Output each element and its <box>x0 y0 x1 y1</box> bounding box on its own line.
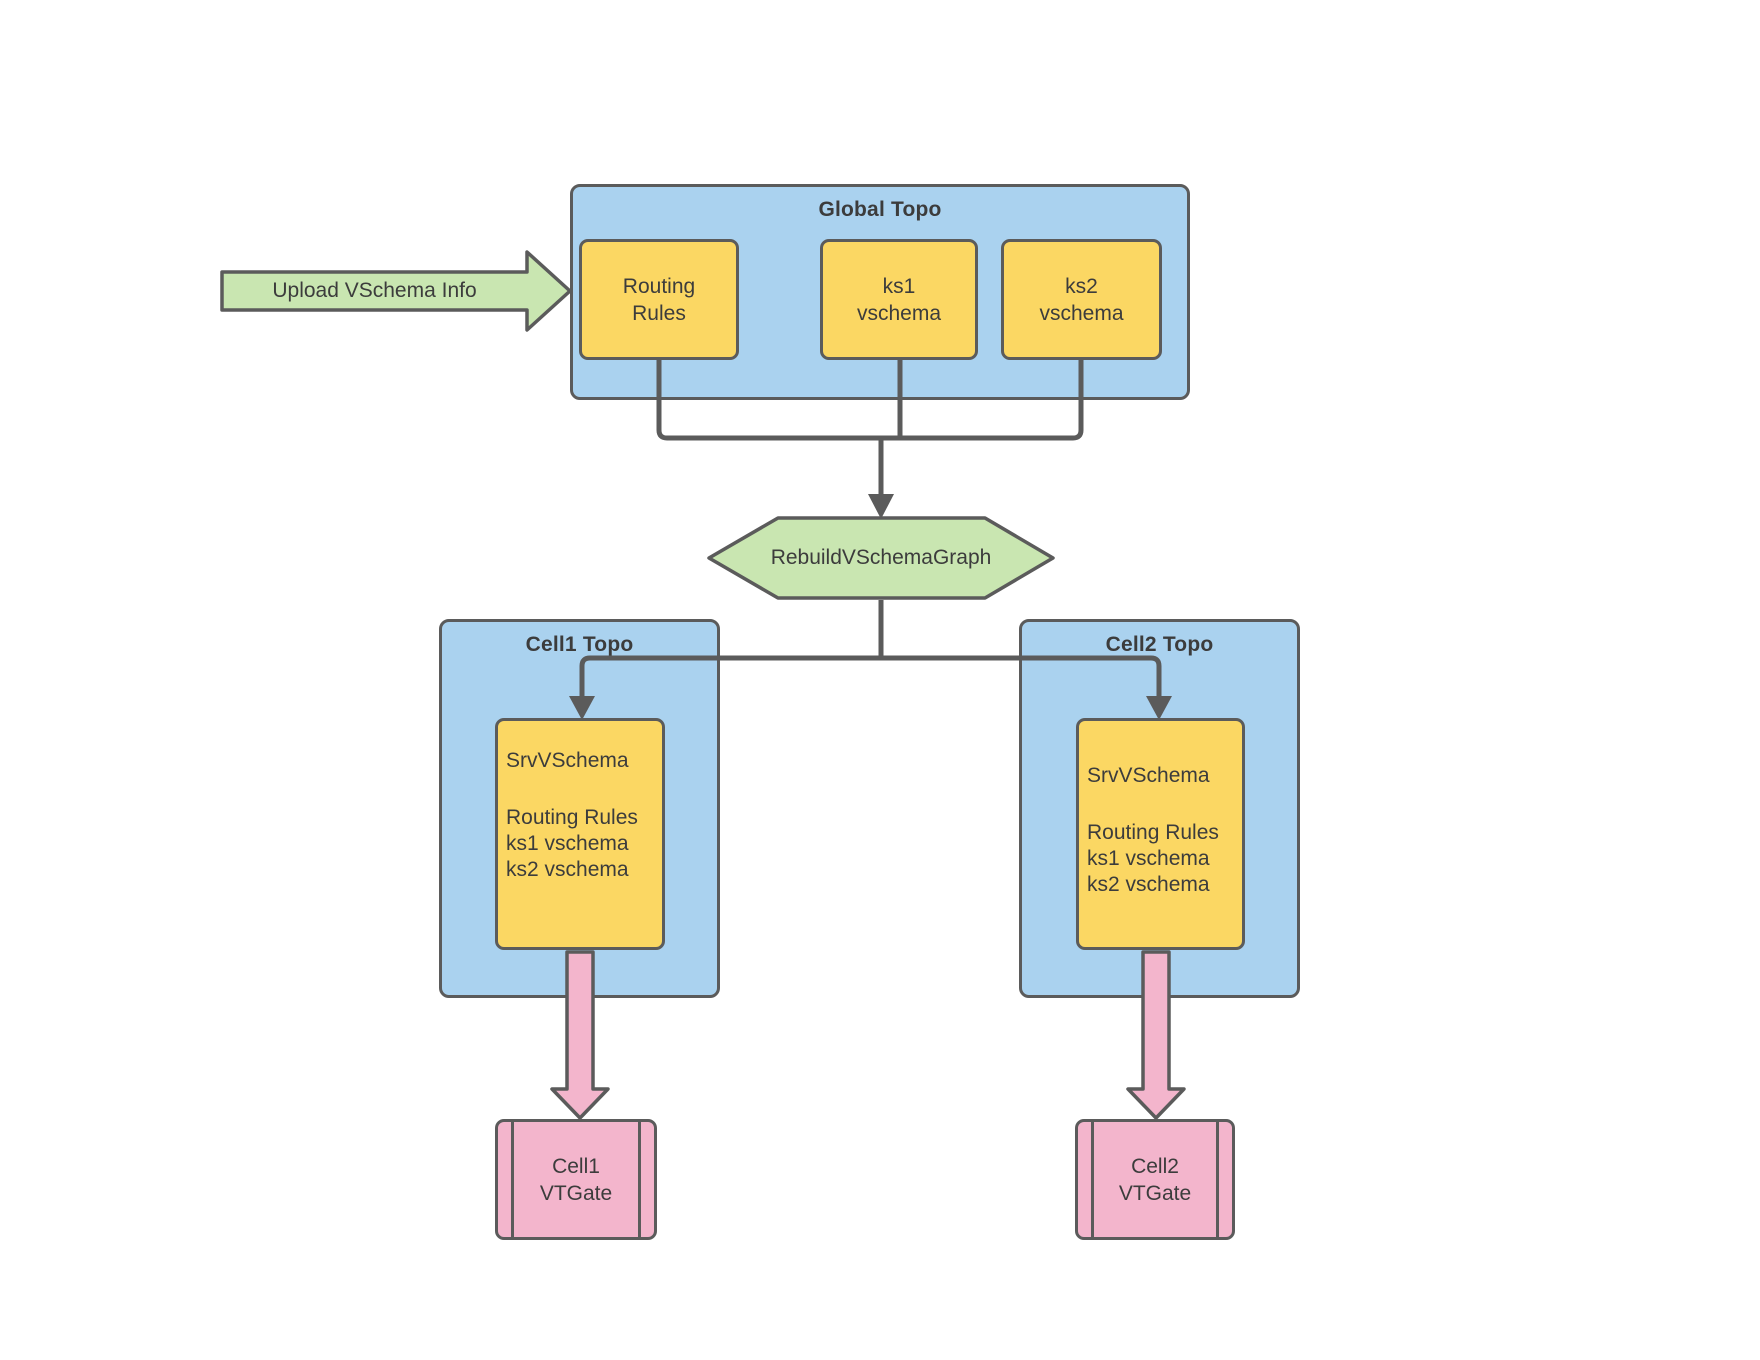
vtgate-inner-bar <box>1216 1122 1219 1237</box>
upload-vschema-arrow: Upload VSchema Info <box>210 240 576 342</box>
cell2-topo-title: Cell2 Topo <box>1105 633 1214 656</box>
cell2-vtgate-box: Cell2 VTGate <box>1075 1119 1235 1240</box>
vtgate-inner-bar <box>638 1122 641 1237</box>
rebuild-vschema-hexagon: RebuildVSchemaGraph <box>705 508 1057 608</box>
rebuild-vschema-label: RebuildVSchemaGraph <box>770 546 992 569</box>
cell1-srv-vschema-box: SrvVSchema Routing Rules ks1 vschema ks2… <box>495 718 665 950</box>
cell2-srv-vschema-text: SrvVSchema Routing Rules ks1 vschema ks2… <box>1087 764 1219 896</box>
cell1-srv-vschema-text: SrvVSchema Routing Rules ks1 vschema ks2… <box>506 749 638 881</box>
vtgate-inner-bar <box>1091 1122 1094 1237</box>
routing-rules-label: Routing Rules <box>622 274 696 325</box>
global-topo-title: Global Topo <box>818 198 942 221</box>
node-routing-rules: Routing Rules <box>579 239 739 360</box>
upload-arrow-label: Upload VSchema Info <box>272 279 477 302</box>
ks1-vschema-label: ks1 vschema <box>856 274 942 325</box>
ks2-vschema-label: ks2 vschema <box>1039 274 1124 325</box>
cell1-vtgate-box: Cell1 VTGate <box>495 1119 657 1240</box>
node-ks1-vschema: ks1 vschema <box>820 239 978 360</box>
right-arrow-shape <box>220 250 572 332</box>
cell1-vtgate-label: Cell1 VTGate <box>539 1154 613 1205</box>
node-ks2-vschema: ks2 vschema <box>1001 239 1162 360</box>
cell2-vtgate-label: Cell2 VTGate <box>1118 1154 1192 1205</box>
vtgate-inner-bar <box>511 1122 514 1237</box>
cell1-topo-title: Cell1 Topo <box>525 633 634 656</box>
cell2-srv-vschema-box: SrvVSchema Routing Rules ks1 vschema ks2… <box>1076 718 1245 950</box>
hexagon-shape <box>707 516 1055 600</box>
